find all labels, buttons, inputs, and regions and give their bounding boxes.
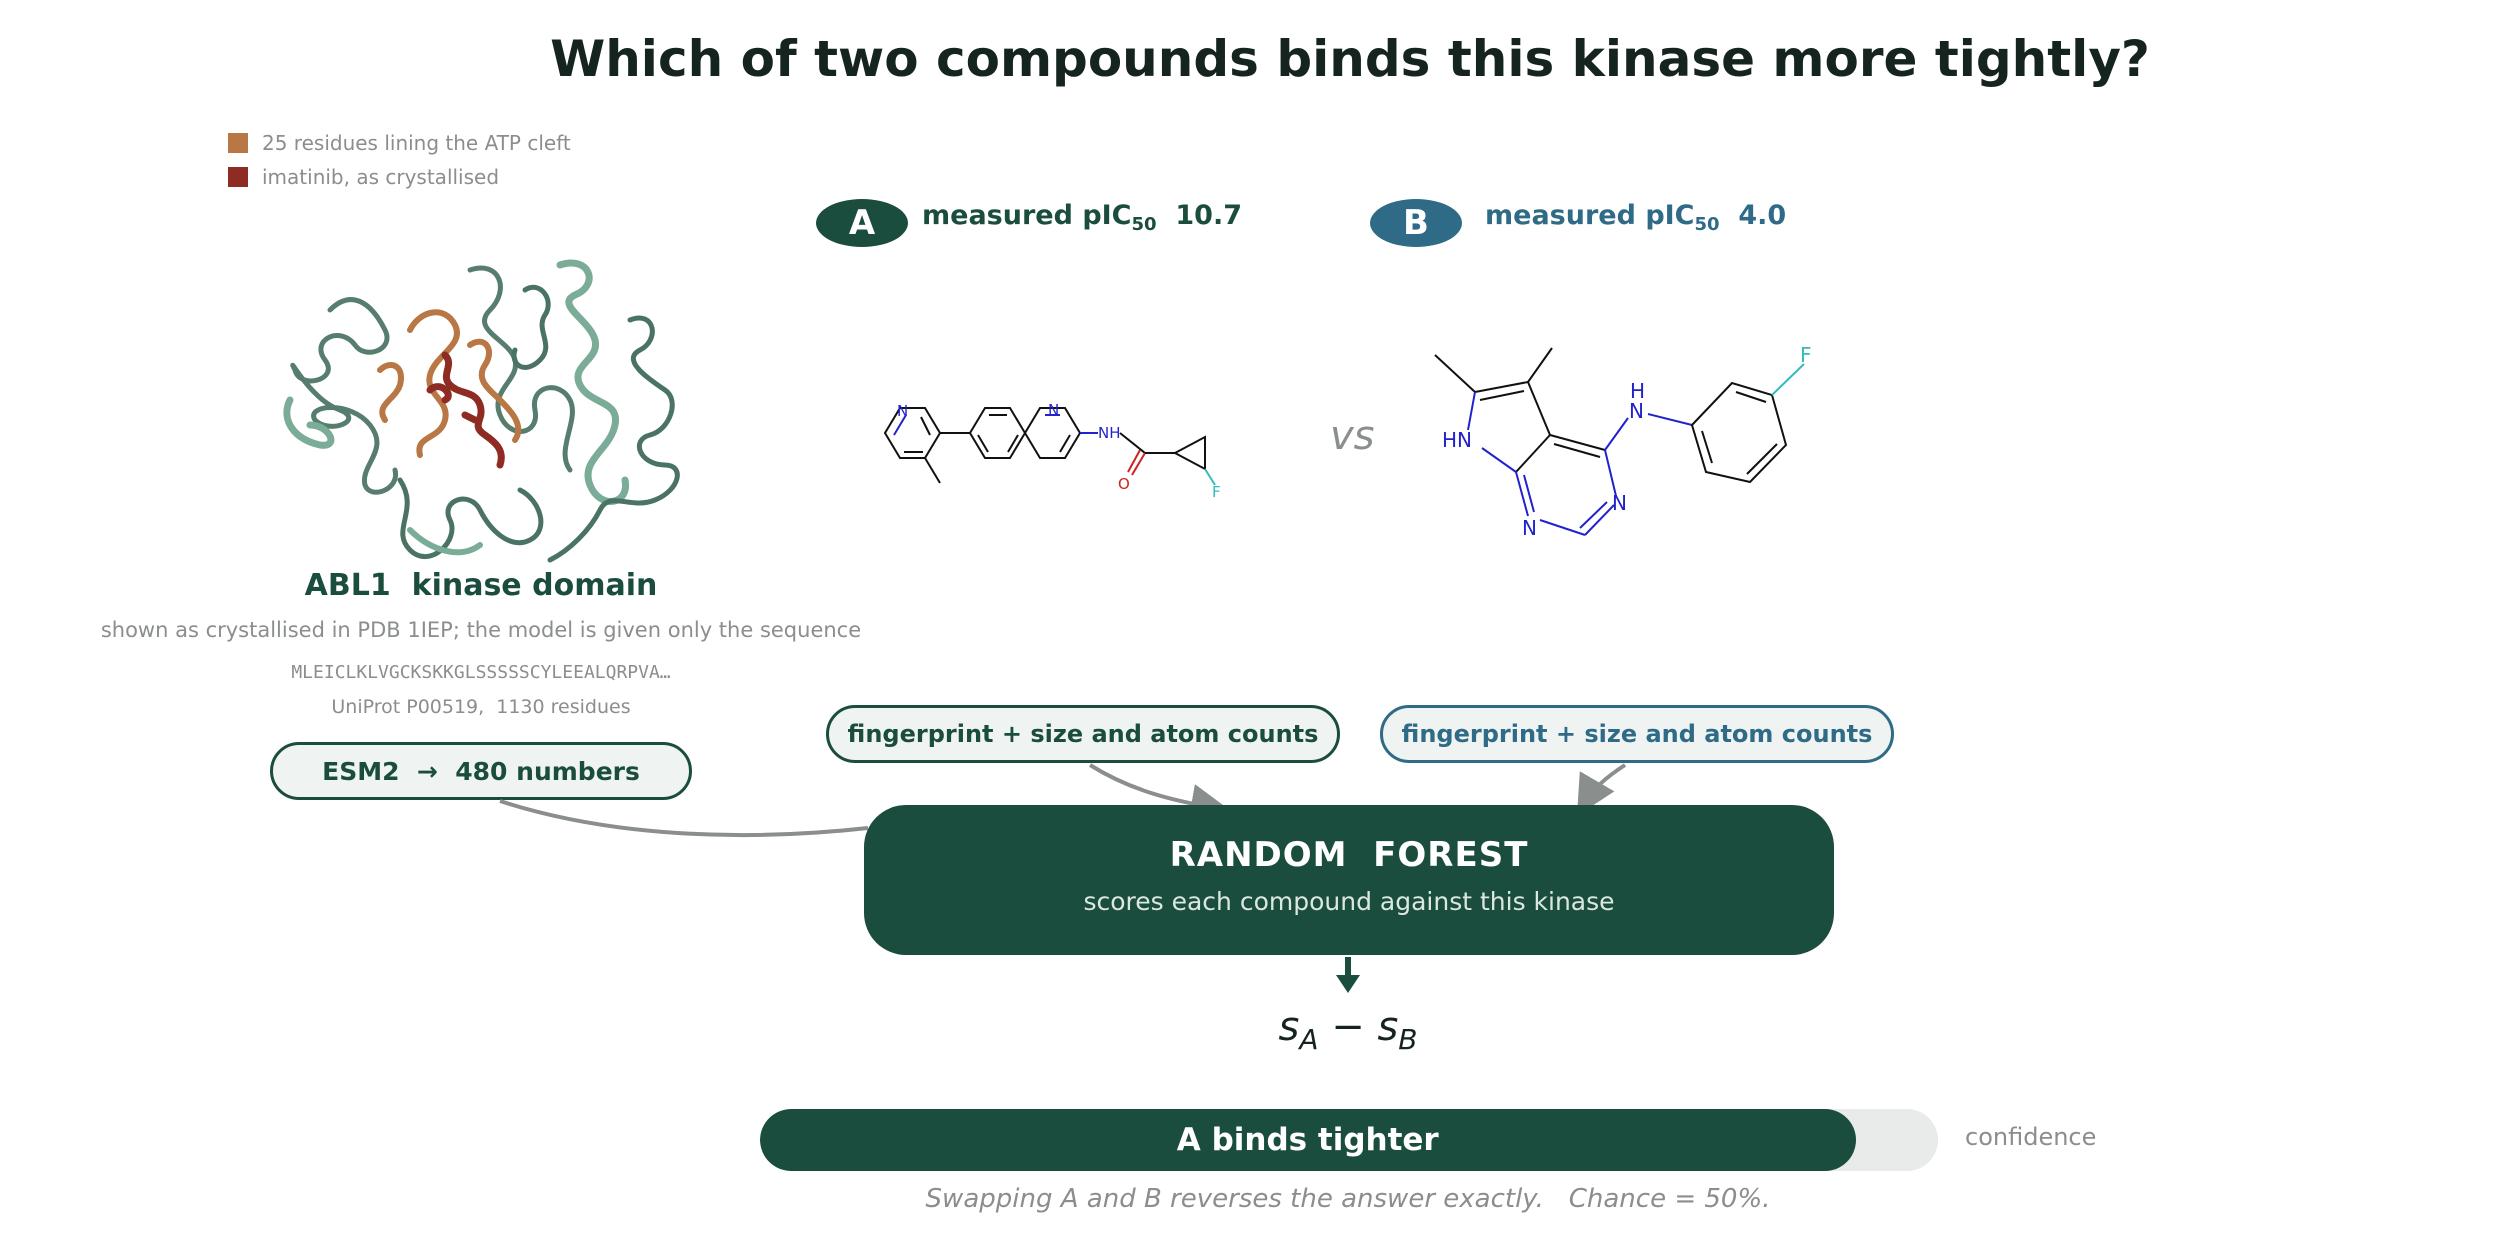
protein-name: ABL1 kinase domain [304, 568, 658, 603]
protein-sequence: MLEICLKLVGCKSKKGLSSSSSCYLEEALQRPVA… [291, 662, 671, 683]
confidence-bar-fill [760, 1109, 1856, 1171]
protein-description: shown as crystallised in PDB 1IEP; the m… [100, 618, 862, 642]
random-forest-model: RANDOM FOREST scores each compound again… [864, 805, 1834, 955]
compound-a-atom-n2: N [1048, 401, 1059, 419]
legend-swatch-orange [228, 133, 248, 153]
compound-b-measure-prefix: measured pIC [1485, 200, 1695, 231]
model-title: RANDOM FOREST [1169, 835, 1529, 875]
compound-a-features-pill: fingerprint + size and atom counts [826, 705, 1340, 763]
confidence-bar: A binds tighter [760, 1109, 1938, 1171]
score-s-b: s [1377, 1004, 1399, 1050]
features-a-to-model-arrow [1088, 763, 1231, 824]
model-to-score-arrowhead [1336, 975, 1360, 993]
score-s-a: s [1278, 1004, 1300, 1050]
model-subtitle: scores each compound against this kinase [1083, 887, 1615, 916]
compound-b-atom-n-amine: N [1629, 399, 1644, 423]
compound-a-measure-sub: 50 [1131, 214, 1157, 235]
compound-a-atom-o: O [1118, 475, 1130, 493]
compound-b-structure: HN H N N N F [1434, 343, 1812, 540]
score-sub-a: A [1299, 1023, 1319, 1056]
legend-item-cleft: 25 residues lining the ATP cleft [228, 131, 571, 155]
page-title: Which of two compounds binds this kinase… [550, 30, 2150, 88]
score-minus: − [1318, 1004, 1378, 1050]
compound-a-structure: N N NH O F [883, 401, 1221, 501]
compound-a-atom-n1: N [897, 402, 908, 420]
compound-b-atom-n1: N [1522, 516, 1537, 540]
imatinib-ligand [426, 351, 505, 469]
legend-item-imatinib: imatinib, as crystallised [228, 165, 499, 189]
protein-backbone-mid [397, 477, 544, 559]
atp-cleft-residues [377, 309, 522, 458]
score-difference: sA − sB [1148, 1004, 1548, 1056]
vs-label: vs [1330, 413, 1375, 459]
protein-structure-image [283, 259, 680, 563]
compound-a-value: 10.7 [1175, 200, 1243, 231]
compound-b-atom-hn: HN [1442, 428, 1472, 452]
compound-b-atom-h: H [1630, 379, 1645, 403]
compound-b-atom-f: F [1800, 343, 1812, 367]
esm2-embedding-pill: ESM2 → 480 numbers [270, 742, 692, 800]
legend-label-imatinib: imatinib, as crystallised [262, 165, 500, 189]
legend-label-cleft: 25 residues lining the ATP cleft [262, 131, 571, 155]
esm2-to-model-arrow [499, 799, 869, 838]
compound-b-value: 4.0 [1738, 200, 1787, 231]
footnote: Swapping A and B reverses the answer exa… [925, 1184, 1771, 1214]
legend-swatch-red [228, 167, 248, 187]
result-label: A binds tighter [1176, 1122, 1439, 1158]
compound-b-features-pill: fingerprint + size and atom counts [1380, 705, 1894, 763]
protein-backbone-left [290, 297, 398, 495]
compound-a-measure-prefix: measured pIC [922, 200, 1132, 231]
compound-b-badge: B [1370, 199, 1462, 247]
score-sub-b: B [1398, 1023, 1418, 1056]
compound-b-measure-sub: 50 [1694, 214, 1720, 235]
compound-a-atom-nh: NH [1098, 424, 1121, 442]
features-b-to-model-arrow [1576, 763, 1627, 816]
compound-a-atom-f: F [1212, 483, 1221, 501]
uniprot-info: UniProt P00519, 1130 residues [331, 696, 631, 718]
confidence-label: confidence [1965, 1123, 2097, 1151]
compound-a-badge: A [816, 199, 908, 247]
compound-b-atom-n2: N [1612, 491, 1627, 515]
